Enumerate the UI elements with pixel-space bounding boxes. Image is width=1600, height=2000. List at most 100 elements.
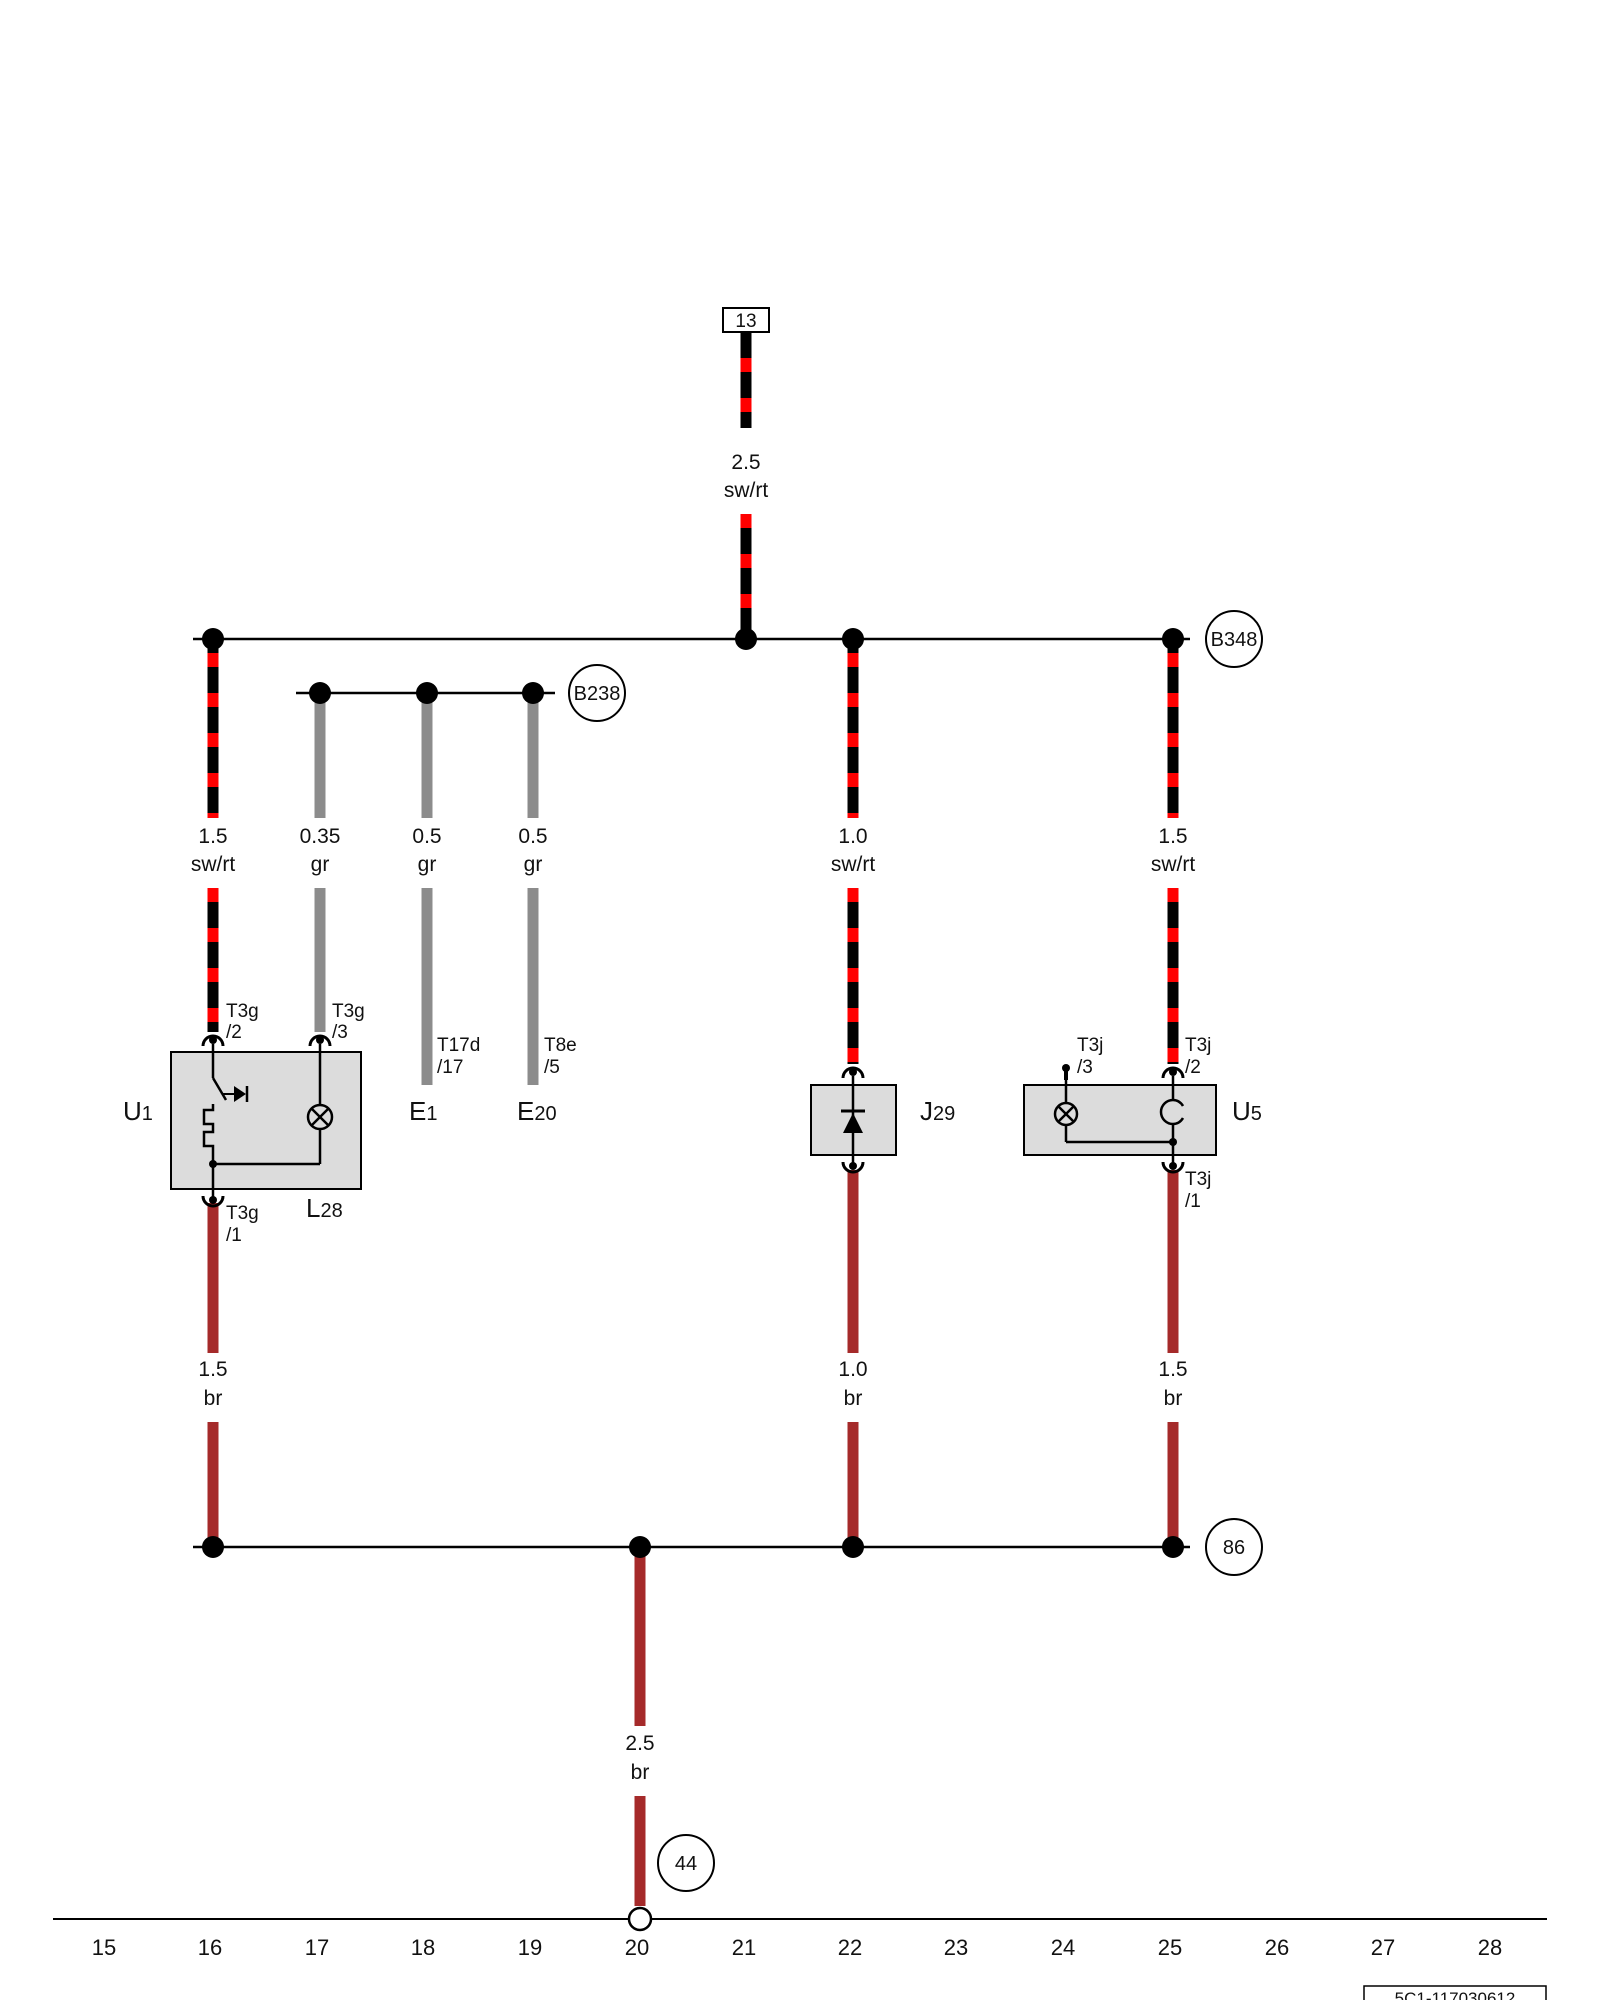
- wire-e1-color: gr: [418, 853, 437, 876]
- node-b238-label: B238: [574, 683, 621, 705]
- pin-u5-t3j3-conn: T3j: [1077, 1035, 1103, 1056]
- wire-main-ground-color: br: [631, 1761, 650, 1784]
- connector-icon: [201, 1195, 225, 1208]
- component-e20-letter: E: [517, 1096, 534, 1126]
- junction-dot: [202, 1536, 224, 1558]
- wire-u1-ground-gauge: 1.5: [198, 1358, 227, 1381]
- terminal-13[interactable]: 13: [722, 307, 770, 333]
- junction-dot: [1162, 628, 1184, 650]
- wire-u5-ground-color: br: [1164, 1387, 1183, 1410]
- switch-icon: [202, 1044, 249, 1164]
- pin-u5-t3j1-conn: T3j: [1185, 1169, 1211, 1190]
- document-code: 5C1-117030612: [1363, 1985, 1547, 2000]
- pin-u5-t3j2-conn: T3j: [1185, 1035, 1211, 1056]
- component-l28-label: L28: [306, 1193, 343, 1223]
- grid-number: 28: [1478, 1935, 1502, 1960]
- component-e1-label: E1: [409, 1096, 437, 1126]
- grid-number: 16: [198, 1935, 222, 1960]
- pin-u5-t3j1-num: /1: [1185, 1191, 1201, 1212]
- component-u5-number: 5: [1251, 1103, 1262, 1125]
- grid-number: 25: [1158, 1935, 1182, 1960]
- grid-number: 15: [92, 1935, 116, 1960]
- grid-number: 20: [625, 1935, 649, 1960]
- component-u1[interactable]: [170, 1034, 362, 1208]
- pin-e20-conn: T8e: [544, 1035, 577, 1056]
- component-e1-number: 1: [426, 1103, 437, 1125]
- junction-dot: [842, 628, 864, 650]
- wire-j29-ground-color: br: [844, 1387, 863, 1410]
- grid-number: 17: [305, 1935, 329, 1960]
- wire-l28-gauge: 0.35: [300, 825, 341, 848]
- wire-l28-color: gr: [311, 853, 330, 876]
- grid-number: 26: [1265, 1935, 1289, 1960]
- wire-j29-supply-gauge: 1.0: [838, 825, 867, 848]
- junction-dot: [629, 1536, 651, 1558]
- grid-number: 22: [838, 1935, 862, 1960]
- grid-number: 27: [1371, 1935, 1395, 1960]
- component-u5-letter: U: [1232, 1096, 1251, 1126]
- connector-icon: [841, 1161, 865, 1174]
- component-l28-number: 28: [320, 1200, 342, 1222]
- component-j29[interactable]: [810, 1066, 897, 1174]
- pin-e1-num: /17: [437, 1057, 463, 1078]
- wire-e20-gauge: 0.5: [518, 825, 547, 848]
- junction-dot: [522, 682, 544, 704]
- component-e1-letter: E: [409, 1096, 426, 1126]
- wire-u1-supply-gauge: 1.5: [198, 825, 227, 848]
- wire-main-ground-gauge: 2.5: [625, 1732, 654, 1755]
- node-b348-label: B348: [1211, 629, 1258, 651]
- grid-number: 18: [411, 1935, 435, 1960]
- wire-u5-ground-gauge: 1.5: [1158, 1358, 1187, 1381]
- junction-dots: [202, 628, 1184, 1558]
- node-b348: B348: [1205, 610, 1263, 668]
- socket-icon: [1159, 1098, 1185, 1126]
- diode-icon: [841, 1109, 865, 1133]
- component-u1-letter: U: [123, 1096, 142, 1126]
- wire-e20-color: gr: [524, 853, 543, 876]
- node-b238: B238: [568, 664, 626, 722]
- terminal-13-label: 13: [735, 311, 756, 332]
- component-u1-number: 1: [142, 1103, 153, 1125]
- junction-dot: [309, 682, 331, 704]
- component-l28-letter: L: [306, 1193, 320, 1223]
- wire-u1-supply-color: sw/rt: [191, 853, 235, 876]
- component-j29-letter: J: [920, 1096, 933, 1126]
- component-j29-label: J29: [920, 1096, 955, 1126]
- pin-u1-t3g3-conn: T3g: [332, 1001, 365, 1022]
- node-44-label: 44: [675, 1853, 697, 1875]
- grid-numbers: 15 16 17 18 19 20 21 22 23 24 25 26 27 2…: [92, 1935, 1502, 1960]
- node-86: 86: [1205, 1518, 1263, 1576]
- wire-u5-supply-color: sw/rt: [1151, 853, 1195, 876]
- pin-u5-t3j3-num: /3: [1077, 1057, 1093, 1078]
- document-code-label: 5C1-117030612: [1395, 1989, 1516, 2000]
- ground-point-icon: [627, 1906, 653, 1932]
- pin-u1-t3g1-num: /1: [226, 1225, 242, 1246]
- component-u5-label: U5: [1232, 1096, 1262, 1126]
- pin-u1-t3g2-num: /2: [226, 1022, 242, 1043]
- junction-dot: [842, 1536, 864, 1558]
- junction-dot: [202, 628, 224, 650]
- wire-j29-ground-gauge: 1.0: [838, 1358, 867, 1381]
- node-44: 44: [657, 1834, 715, 1892]
- component-u5[interactable]: [1023, 1064, 1217, 1174]
- wire-j29-supply-color: sw/rt: [831, 853, 875, 876]
- pin-e1-conn: T17d: [437, 1035, 480, 1056]
- wire-top-gauge: 2.5: [731, 451, 760, 474]
- pin-u1-t3g1-conn: T3g: [226, 1203, 259, 1224]
- grid-number: 21: [732, 1935, 756, 1960]
- component-e20-label: E20: [517, 1096, 557, 1126]
- grid-number: 23: [944, 1935, 968, 1960]
- wire-u5-supply-gauge: 1.5: [1158, 825, 1187, 848]
- grid-number: 19: [518, 1935, 542, 1960]
- pin-e20-num: /5: [544, 1057, 560, 1078]
- connector-icon: [1161, 1161, 1185, 1174]
- node-86-label: 86: [1223, 1537, 1245, 1559]
- junction-dot: [416, 682, 438, 704]
- component-e20-number: 20: [534, 1103, 556, 1125]
- pin-u5-t3j2-num: /2: [1185, 1057, 1201, 1078]
- junction-dot: [735, 628, 757, 650]
- wire-u1-ground-color: br: [204, 1387, 223, 1410]
- component-j29-number: 29: [933, 1103, 955, 1125]
- wire-e1-gauge: 0.5: [412, 825, 441, 848]
